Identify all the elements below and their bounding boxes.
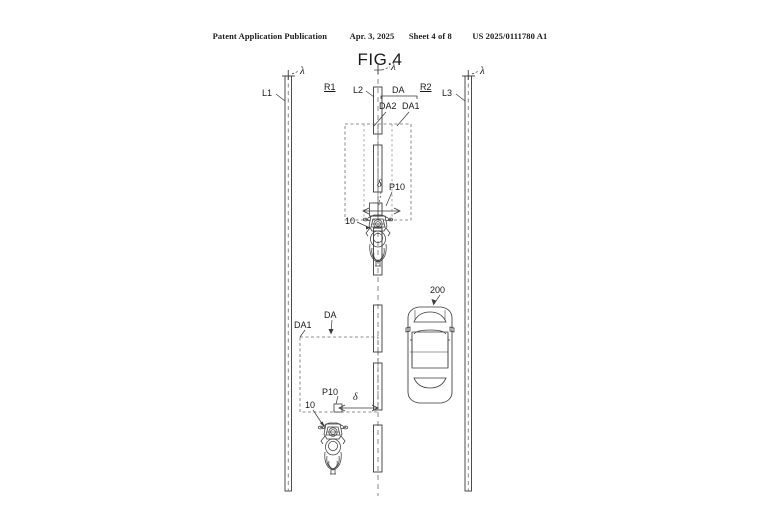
lane-label-L2: L2 <box>353 85 364 95</box>
detection-area-inner-divider-top <box>363 124 393 220</box>
lambda-leader-right <box>471 70 480 75</box>
lane-label-L1: L1 <box>262 88 273 98</box>
detection-area-box-DA2-top <box>344 123 379 221</box>
road-label-R2: R2 <box>420 82 432 92</box>
detection-area-label-DA1-lower: DA1 <box>294 320 312 330</box>
header-publication: Patent Application Publication <box>212 31 328 41</box>
lane-line-L1 <box>282 70 295 492</box>
lambda-label-right: λ <box>480 65 485 77</box>
detection-area-leader-DA2-top <box>373 111 387 127</box>
delta-label-top: δ <box>377 179 382 190</box>
point-label-P10-lower: P10 <box>322 387 339 397</box>
delta-measure-lower <box>333 395 379 413</box>
detection-area-label-DA-top: DA <box>392 85 405 95</box>
detection-area-box-DA1-top <box>377 123 412 221</box>
lambda-label-left: λ <box>300 65 305 77</box>
detection-area-bracket-top <box>380 95 418 99</box>
detection-area-box-DA1-lower <box>299 336 379 413</box>
label-leader-L3 <box>455 93 466 102</box>
motorcycle-top <box>362 214 394 267</box>
motorcycle-top-leader <box>356 221 371 230</box>
road-label-R1: R1 <box>324 82 336 92</box>
detection-area-leader-DA1-lower <box>299 329 306 338</box>
page-header: Patent Application Publication Apr. 3, 2… <box>0 31 760 41</box>
lane-line-L3 <box>462 70 475 492</box>
detection-area-leader-DA1-top <box>396 111 410 127</box>
header-patent-number: US 2025/0111780 A1 <box>472 31 548 41</box>
detection-area-label-DA-lower: DA <box>324 310 337 320</box>
detection-area-label-DA1-top: DA1 <box>402 101 420 111</box>
motorcycle-label-10-lower: 10 <box>305 400 316 410</box>
lane-label-L3: L3 <box>442 88 453 98</box>
delta-label-lower: δ <box>353 392 358 403</box>
lambda-leader-center <box>381 66 391 71</box>
header-sheet: Sheet 4 of 8 <box>408 31 452 41</box>
detection-area-label-DA2-top: DA2 <box>379 101 397 111</box>
car-200 <box>405 306 455 404</box>
delta-measure-top <box>362 191 401 217</box>
car-label-leader <box>431 294 441 306</box>
car-label-200: 200 <box>430 285 446 295</box>
motorcycle-lower-leader <box>312 409 326 429</box>
header-date: Apr. 3, 2025 <box>349 31 395 41</box>
figure-title: FIG.4 <box>357 50 403 69</box>
lambda-leader-left <box>291 70 300 75</box>
detection-area-leader-DA-lower <box>328 319 334 335</box>
point-label-P10-top: P10 <box>389 182 406 192</box>
lambda-label-center: λ <box>391 61 396 73</box>
label-leader-L2 <box>365 90 375 98</box>
motorcycle-lower <box>317 422 349 475</box>
motorcycle-label-10-top: 10 <box>345 216 356 226</box>
label-leader-L1 <box>275 93 286 102</box>
